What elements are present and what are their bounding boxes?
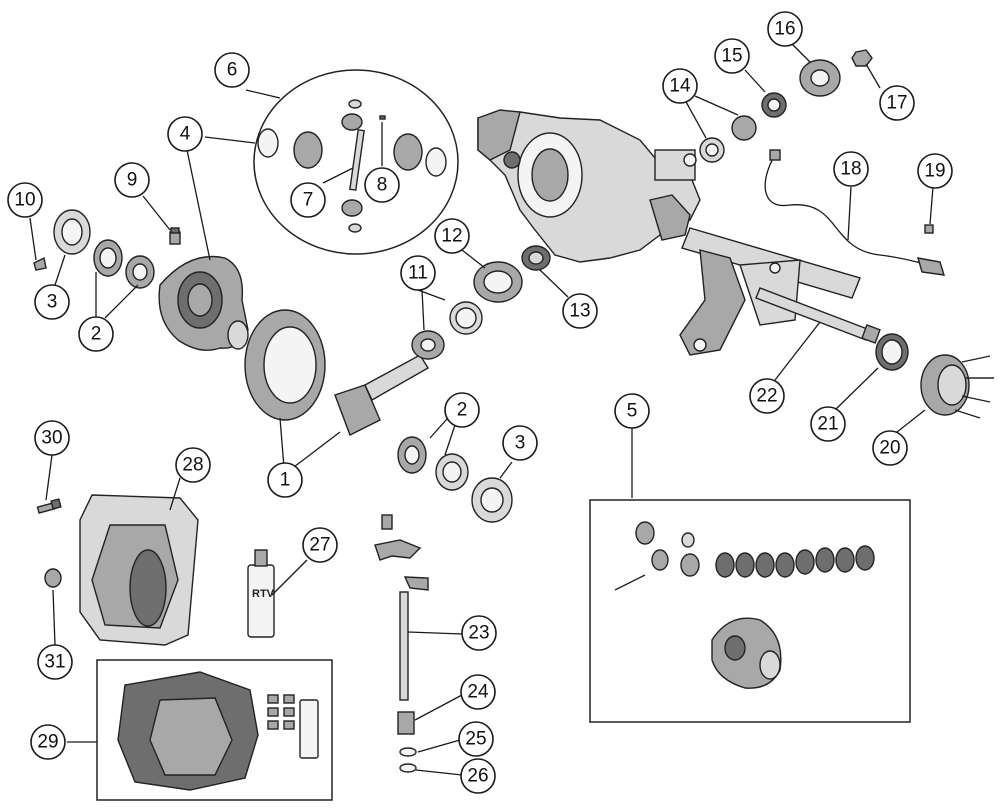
callout-19: 19: [917, 153, 953, 189]
svg-text:25: 25: [465, 729, 486, 750]
callout-2-left: 2: [78, 316, 114, 352]
side-bearing-right: [397, 436, 513, 523]
svg-text:21: 21: [817, 414, 838, 435]
svg-text:16: 16: [774, 19, 795, 40]
svg-text:7: 7: [303, 190, 314, 211]
callout-6: 6: [214, 52, 250, 88]
callout-9: 9: [114, 162, 150, 198]
differential-cover: [79, 494, 199, 646]
svg-text:31: 31: [44, 652, 65, 673]
spider-gear-detail: [253, 69, 459, 255]
callout-4: 4: [167, 116, 203, 152]
pinion-bearing: [411, 301, 483, 360]
callout-11: 11: [400, 255, 436, 291]
callout-15: 15: [714, 38, 750, 74]
pinion-gear: [334, 354, 429, 436]
callout-31: 31: [37, 644, 73, 680]
svg-text:1: 1: [280, 470, 291, 491]
flange-assembly: [699, 49, 873, 163]
differential-case: [158, 255, 249, 351]
svg-text:4: 4: [180, 124, 191, 145]
svg-text:13: 13: [569, 301, 590, 322]
leader-lines: [29, 43, 934, 776]
cover-kit-box: [96, 659, 333, 801]
svg-text:11: 11: [408, 263, 428, 284]
svg-text:17: 17: [886, 93, 907, 114]
locker-kit-box: [589, 499, 911, 723]
callout-3-right: 3: [502, 425, 538, 461]
abs-sensor-cable: [764, 149, 945, 276]
side-bearing-left: [53, 209, 155, 289]
svg-text:15: 15: [721, 46, 742, 67]
callout-30: 30: [34, 420, 70, 456]
callout-5: 5: [614, 393, 650, 429]
svg-text:28: 28: [182, 455, 203, 476]
wheel-hub: [920, 354, 994, 419]
svg-text:20: 20: [879, 438, 900, 459]
pinion-seal: [521, 245, 551, 271]
svg-text:9: 9: [127, 170, 138, 191]
svg-text:2: 2: [91, 324, 102, 345]
callout-7: 7: [290, 182, 326, 218]
axle-seal: [875, 333, 909, 371]
svg-text:23: 23: [468, 623, 489, 644]
small-hardware: [33, 227, 181, 271]
axle-housing: [477, 109, 701, 263]
callout-24: 24: [460, 674, 496, 710]
svg-text:18: 18: [840, 159, 861, 180]
svg-text:3: 3: [515, 433, 526, 454]
svg-text:10: 10: [14, 190, 35, 211]
svg-text:12: 12: [441, 226, 462, 247]
svg-text:29: 29: [37, 732, 58, 753]
callout-18: 18: [833, 151, 869, 187]
callout-17: 17: [879, 85, 915, 121]
rtv-label: RTV: [252, 588, 275, 600]
pinion-shims: [473, 261, 523, 303]
svg-text:27: 27: [309, 535, 330, 556]
callout-22: 22: [749, 378, 785, 414]
callout-23: 23: [461, 615, 497, 651]
callout-3-left: 3: [34, 284, 70, 320]
callout-28: 28: [175, 447, 211, 483]
callout-13: 13: [562, 293, 598, 329]
callout-16: 16: [767, 11, 803, 47]
callout-1: 1: [267, 462, 303, 498]
callout-10: 10: [7, 182, 43, 218]
callout-29: 29: [30, 724, 66, 760]
vent-tube-assembly: [374, 514, 429, 773]
cover-kit: [117, 671, 319, 791]
rtv-tube: RTV: [247, 549, 275, 638]
axle-shaft: [755, 287, 881, 344]
svg-text:24: 24: [467, 682, 489, 703]
svg-text:26: 26: [467, 766, 488, 787]
callout-25: 25: [458, 721, 494, 757]
svg-text:14: 14: [669, 76, 691, 97]
ring-gear: [244, 309, 326, 421]
callout-21: 21: [810, 406, 846, 442]
svg-text:22: 22: [756, 386, 777, 407]
callout-8: 8: [364, 167, 400, 203]
svg-text:30: 30: [41, 428, 62, 449]
svg-text:3: 3: [47, 292, 58, 313]
svg-text:8: 8: [377, 175, 388, 196]
callout-26: 26: [460, 758, 496, 794]
cover-hardware: [36, 498, 62, 588]
callout-14: 14: [662, 68, 698, 104]
svg-text:2: 2: [457, 400, 468, 421]
callout-20: 20: [872, 430, 908, 466]
svg-text:19: 19: [924, 161, 945, 182]
svg-text:5: 5: [627, 401, 638, 422]
callout-12: 12: [434, 218, 470, 254]
callout-2-right: 2: [444, 392, 480, 428]
locker-kit: [614, 521, 875, 689]
callout-27: 27: [302, 527, 338, 563]
svg-text:6: 6: [227, 60, 238, 81]
